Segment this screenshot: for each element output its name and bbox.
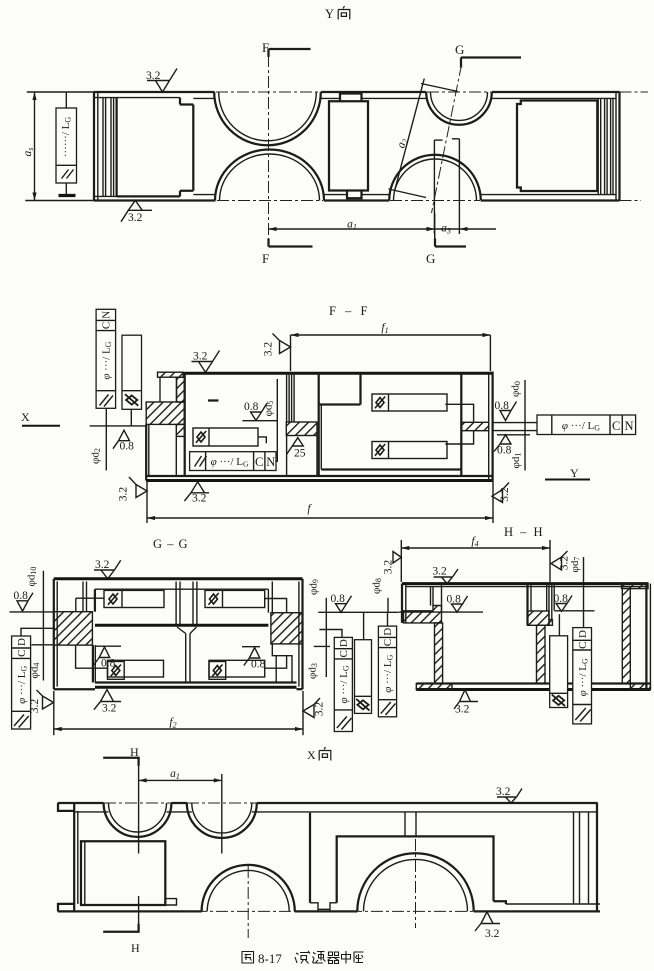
- svg-text:3.2: 3.2: [559, 556, 571, 571]
- svg-text:0.8: 0.8: [447, 594, 462, 606]
- svg-text:N: N: [625, 419, 634, 433]
- svg-text:3.2: 3.2: [128, 212, 143, 224]
- svg-text:φ ···/ LG: φ ···/ LG: [100, 341, 113, 379]
- svg-text:G – G: G – G: [153, 537, 189, 551]
- svg-text:C: C: [577, 642, 589, 649]
- svg-text:0.8: 0.8: [495, 400, 510, 412]
- svg-text:a3: a3: [441, 223, 451, 236]
- svg-text:φd3: φd3: [307, 663, 320, 679]
- svg-text:D: D: [338, 639, 350, 647]
- svg-text:C: C: [382, 639, 394, 646]
- svg-text:3.2: 3.2: [146, 70, 161, 82]
- svg-text:φd7: φd7: [569, 557, 582, 573]
- svg-text:0.8: 0.8: [497, 445, 512, 457]
- svg-text:C: C: [338, 650, 350, 657]
- svg-text:0.8: 0.8: [244, 401, 259, 413]
- svg-text:3.2: 3.2: [496, 786, 511, 798]
- svg-text:φ ···/ LG: φ ···/ LG: [16, 666, 29, 704]
- svg-text:φd4: φd4: [29, 663, 42, 679]
- svg-text:F – F: F – F: [329, 304, 370, 318]
- svg-text:0.8: 0.8: [101, 658, 116, 670]
- svg-text:0.8: 0.8: [14, 590, 29, 602]
- svg-text:φd0: φd0: [510, 381, 523, 397]
- svg-text:D: D: [382, 628, 394, 636]
- svg-text:3.2: 3.2: [455, 704, 470, 716]
- svg-text:D: D: [577, 630, 589, 638]
- svg-text:Y: Y: [325, 7, 334, 21]
- svg-text:f: f: [307, 503, 312, 515]
- svg-text:25: 25: [294, 448, 306, 460]
- svg-text:φ ···/ LG: φ ···/ LG: [211, 456, 249, 469]
- svg-text:3.2: 3.2: [432, 566, 447, 578]
- svg-text:f2: f2: [169, 717, 176, 730]
- svg-text:3.2: 3.2: [263, 342, 275, 357]
- svg-text:0.8: 0.8: [120, 441, 135, 453]
- svg-text:Y: Y: [570, 466, 579, 480]
- svg-text:8-17: 8-17: [258, 951, 282, 966]
- svg-text:3.2: 3.2: [314, 702, 326, 717]
- svg-text:······/ LG: ······/ LG: [60, 117, 73, 158]
- svg-text:3.2: 3.2: [118, 487, 130, 502]
- svg-text:3.2: 3.2: [485, 928, 500, 940]
- svg-text:C: C: [612, 419, 620, 433]
- svg-text:φd8: φd8: [371, 578, 384, 594]
- svg-text:D: D: [16, 638, 28, 646]
- svg-text:f1: f1: [381, 322, 388, 335]
- svg-text:φd5: φd5: [263, 401, 276, 417]
- svg-text:3.2: 3.2: [102, 703, 117, 715]
- svg-text:F: F: [262, 251, 269, 266]
- svg-text:φ ···/ LG: φ ···/ LG: [562, 420, 600, 433]
- svg-text:X: X: [307, 748, 316, 762]
- svg-text:H: H: [131, 941, 140, 955]
- svg-text:F: F: [262, 40, 269, 55]
- svg-text:C: C: [16, 650, 28, 657]
- svg-text:as: as: [22, 148, 35, 157]
- svg-text:3.2: 3.2: [499, 487, 511, 502]
- svg-text:a1: a1: [347, 219, 357, 232]
- svg-text:f4: f4: [471, 536, 478, 549]
- svg-text:N: N: [266, 455, 275, 469]
- svg-text:0.8: 0.8: [554, 593, 569, 605]
- svg-text:φd2: φd2: [90, 448, 103, 464]
- svg-text:φ ···/ LG: φ ···/ LG: [338, 665, 351, 703]
- svg-text:X: X: [21, 410, 30, 424]
- svg-text:H: H: [130, 745, 139, 759]
- svg-text:3.2: 3.2: [29, 699, 41, 714]
- svg-text:N: N: [101, 311, 113, 319]
- svg-text:H – H: H – H: [504, 525, 545, 539]
- svg-text:0.8: 0.8: [251, 659, 266, 671]
- svg-text:3.2: 3.2: [193, 351, 208, 363]
- svg-text:G: G: [455, 42, 464, 57]
- svg-text:φd1: φd1: [510, 453, 523, 469]
- svg-text:0.8: 0.8: [331, 593, 346, 605]
- svg-text:φ ···/ LG: φ ···/ LG: [382, 654, 395, 692]
- svg-text:3.2: 3.2: [382, 560, 394, 575]
- svg-text:3.2: 3.2: [95, 559, 110, 571]
- svg-text:C: C: [255, 455, 263, 469]
- svg-text:G: G: [426, 251, 435, 266]
- svg-text:φd9: φd9: [308, 579, 321, 595]
- svg-text:a1: a1: [170, 768, 180, 781]
- svg-text:C: C: [101, 322, 113, 329]
- svg-text:φd10: φd10: [26, 567, 39, 587]
- svg-text:3.2: 3.2: [192, 493, 207, 505]
- svg-text:φ ···/ LG: φ ···/ LG: [577, 658, 590, 696]
